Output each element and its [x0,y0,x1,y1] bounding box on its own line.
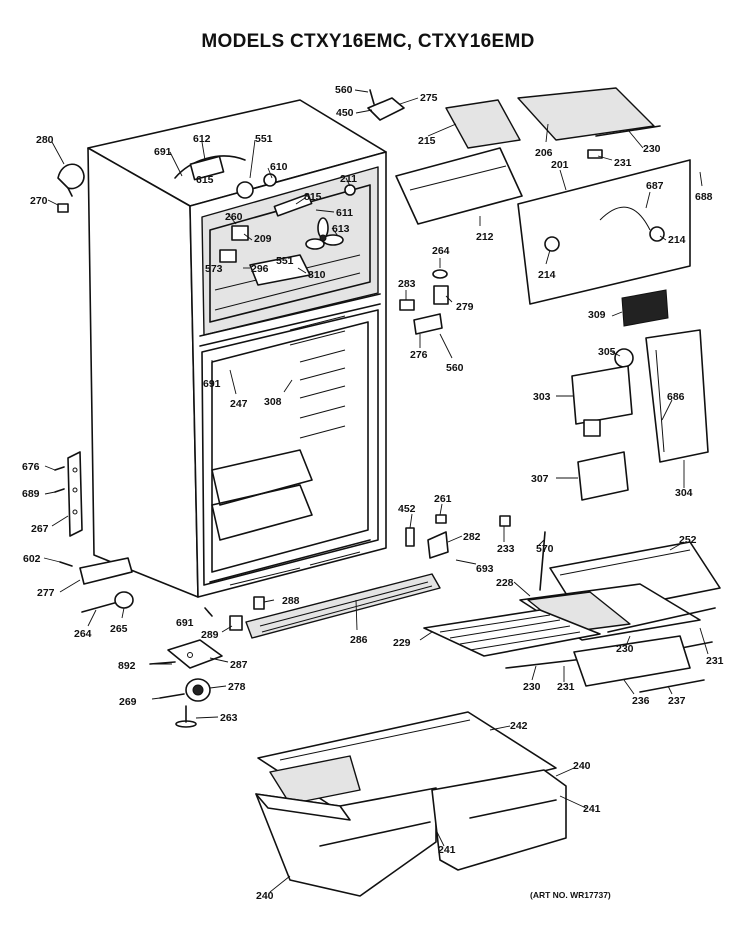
callout-label: 296 [251,263,269,275]
callout-label: 261 [434,493,452,505]
callout-label: 233 [497,543,515,555]
callout-label: 693 [476,563,494,575]
callout-label: 264 [432,245,450,257]
crisper-pans [255,711,567,897]
callout-label: 892 [118,660,136,672]
callout-label: 231 [557,681,575,693]
callout-label: 231 [706,655,724,667]
art-number-label: (ART NO. WR17737) [530,890,611,900]
callout-label: 263 [220,712,238,724]
callout-label: 303 [533,391,551,403]
callout-label: 237 [668,695,686,707]
callout-label: 276 [410,349,428,361]
callout-label: 212 [476,231,494,243]
callout-label: 283 [398,278,416,290]
shelves [405,514,721,693]
callout-label: 201 [551,159,569,171]
callout-label: 815 [304,191,322,203]
callout-label: 612 [193,133,211,145]
callout-label: 240 [573,760,591,772]
callout-label: 236 [632,695,650,707]
top-center-parts [367,87,691,335]
callout-label: 310 [308,269,326,281]
callout-label: 214 [668,234,686,246]
callout-label: 279 [456,301,474,313]
callout-label: 228 [496,577,514,589]
leader-lines [43,89,709,893]
callout-label: 209 [254,233,272,245]
callout-label: 267 [31,523,49,535]
callout-label: 691 [154,146,172,158]
callout-label: 206 [535,147,553,159]
callout-label: 691 [203,378,221,390]
callout-label: 278 [228,681,246,693]
callout-label: 452 [398,503,416,515]
callout-label: 211 [340,173,357,185]
callout-label: 240 [256,890,274,902]
callout-label: 613 [332,223,350,235]
callout-label: 309 [588,309,606,321]
callout-label: 241 [583,803,601,815]
callout-label: 688 [695,191,713,203]
callout-label: 304 [675,487,693,499]
callout-label: 280 [36,134,54,146]
callout-label: 260 [225,211,243,223]
left-small-parts [54,163,265,728]
callout-labels: 560 450 275 280 270 612 691 551 615 610 … [22,84,724,902]
callout-label: 288 [282,595,300,607]
callout-label: 687 [646,180,664,192]
callout-label: 241 [438,844,456,856]
callout-label: 676 [22,461,40,473]
callout-label: 264 [74,628,92,640]
freezer-control-components [174,155,356,286]
callout-label: 551 [255,133,273,145]
callout-label: 450 [336,107,354,119]
callout-label: 269 [119,696,137,708]
callout-label: 247 [230,398,248,410]
callout-label: 289 [201,629,219,641]
callout-label: 573 [205,263,223,275]
callout-label: 277 [37,587,55,599]
callout-label: 308 [264,396,282,408]
callout-label: 287 [230,659,248,671]
callout-label: 689 [22,488,40,500]
callout-label: 615 [196,174,214,186]
callout-label: 265 [110,623,128,635]
callout-label: 270 [30,195,48,207]
callout-label: 611 [336,207,353,219]
callout-label: 560 [335,84,353,96]
callout-label: 305 [598,346,616,358]
callout-label: 230 [523,681,541,693]
callout-label: 252 [679,534,697,546]
callout-label: 286 [350,634,368,646]
right-side-parts [571,329,709,501]
cabinet-shell [87,99,387,598]
callout-label: 230 [616,643,634,655]
callout-label: 215 [418,135,436,147]
grille-286 [245,573,441,639]
callout-label: 602 [23,553,41,565]
callout-label: 282 [463,531,481,543]
callout-label: 610 [270,161,288,173]
callout-label: 551 [276,255,294,267]
callout-label: 307 [531,473,549,485]
callout-label: 242 [510,720,528,732]
callout-label: 230 [643,143,661,155]
callout-label: 560 [446,362,464,374]
callout-label: 691 [176,617,194,629]
callout-label: 229 [393,637,411,649]
callout-label: 214 [538,269,556,281]
callout-label: 231 [614,157,632,169]
page-title: MODELS CTXY16EMC, CTXY16EMD [201,31,535,52]
callout-label: 275 [420,92,438,104]
callout-label: 570 [536,543,554,555]
callout-label: 686 [667,391,685,403]
